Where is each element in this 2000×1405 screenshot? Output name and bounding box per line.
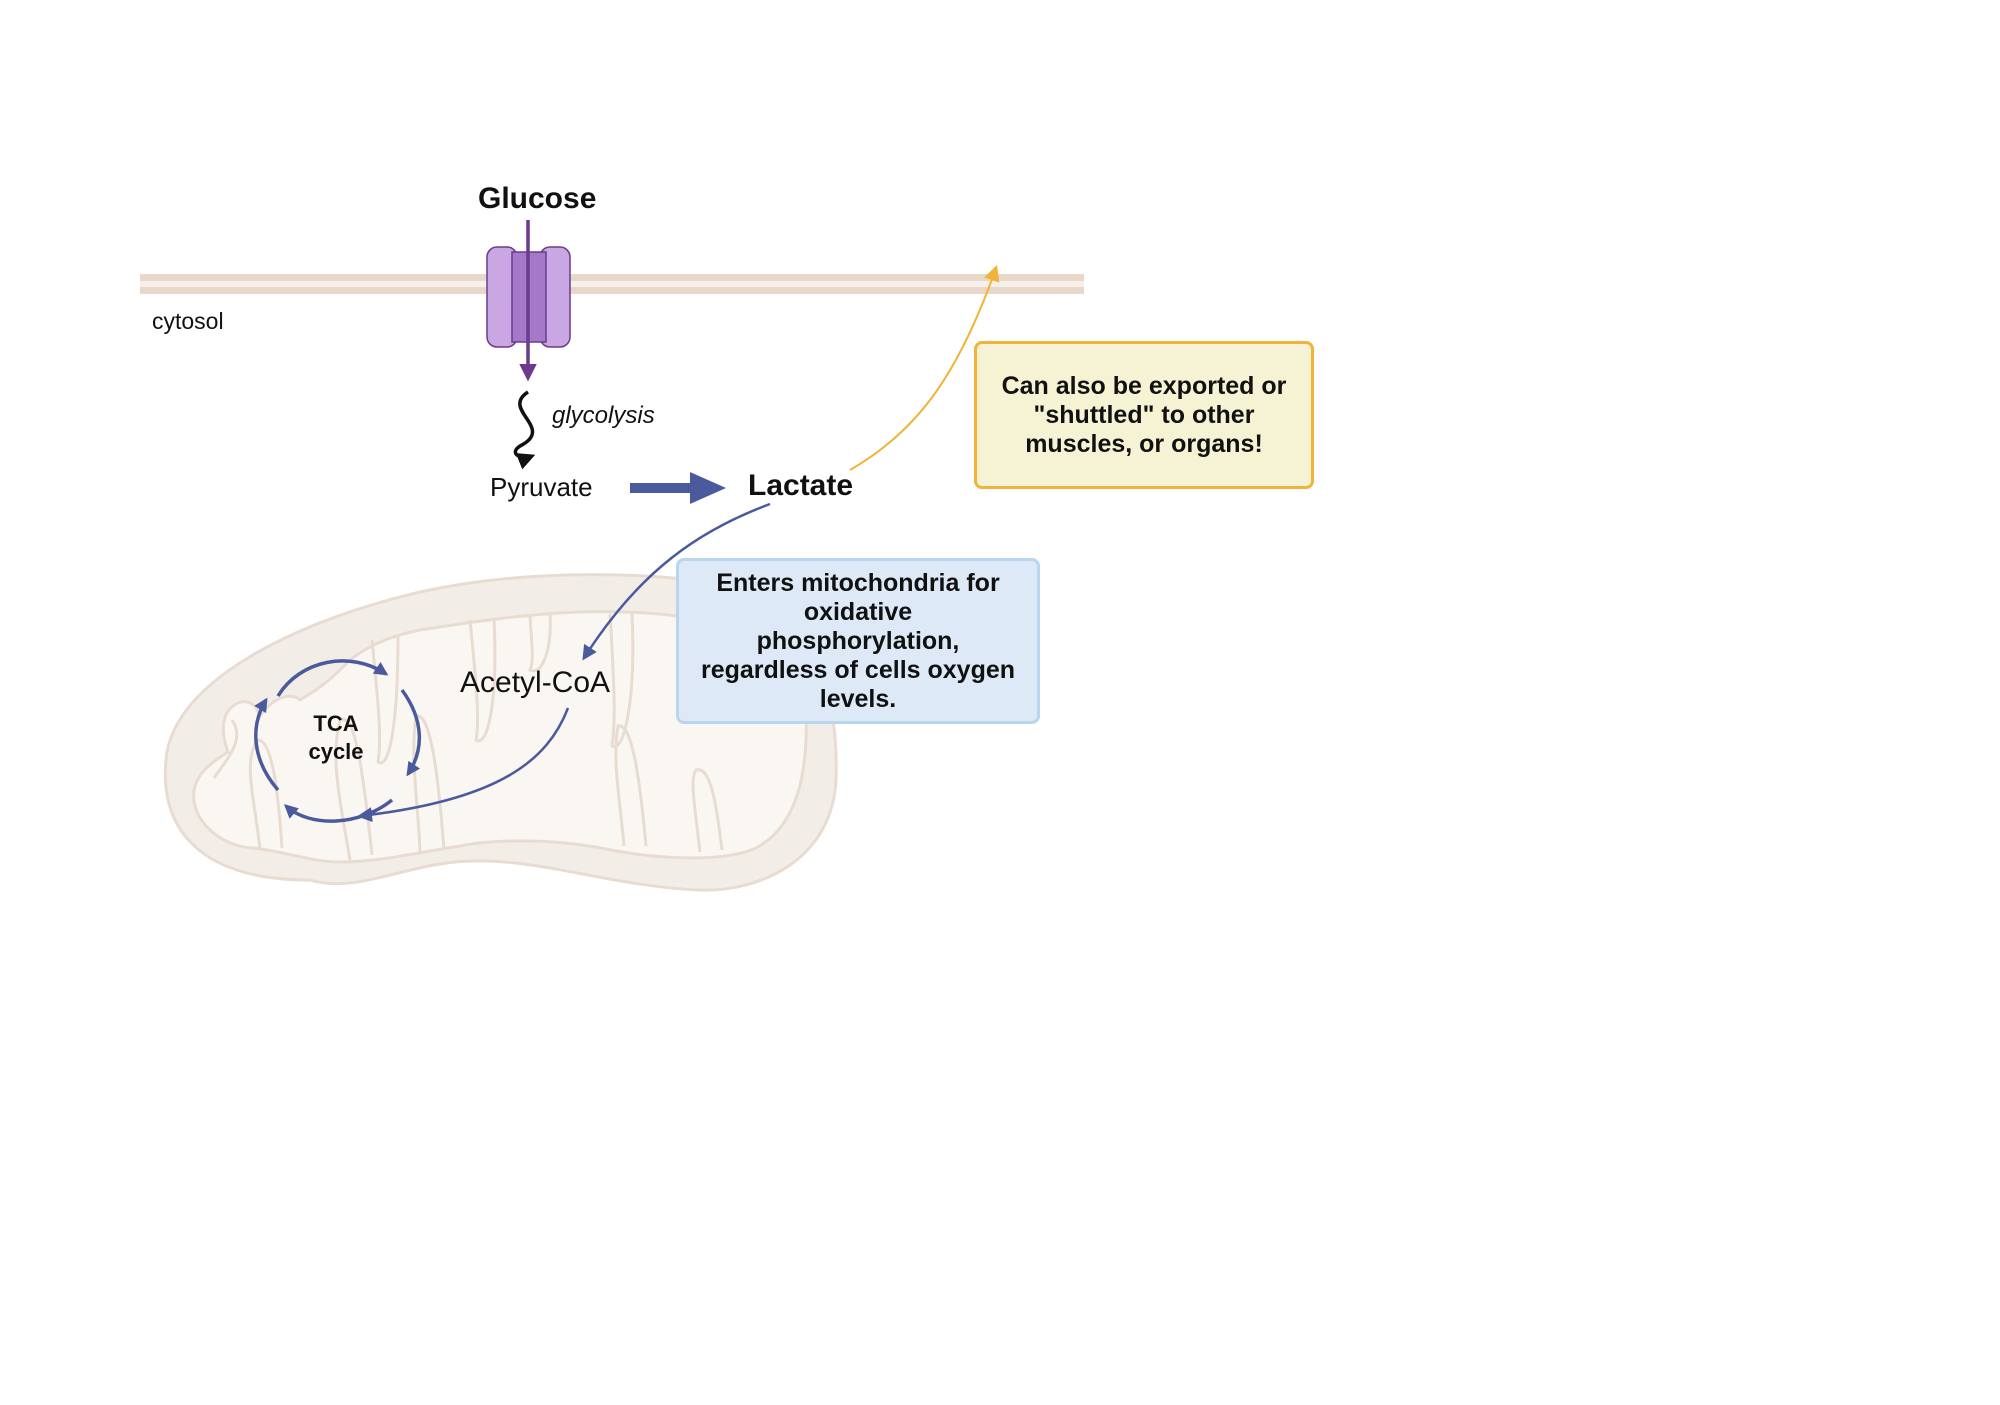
mitochondria-note-text: Enters mitochondria for oxidative phosph… <box>700 568 1016 713</box>
glucose-label: Glucose <box>478 182 597 215</box>
mitochondrion-icon <box>163 573 838 892</box>
lactate-export-arrow <box>849 264 1000 471</box>
tca-label-line1: TCA <box>313 711 359 736</box>
mitochondria-note-box: Enters mitochondria for oxidative phosph… <box>676 558 1040 724</box>
acetyl-coa-label: Acetyl-CoA <box>460 666 611 699</box>
export-note-text: Can also be exported or "shuttled" to ot… <box>1001 371 1287 458</box>
cell-membrane <box>140 274 1084 294</box>
lactate-to-acetylcoa-arrow <box>582 502 771 661</box>
lactate-label: Lactate <box>748 469 854 502</box>
pyruvate-to-lactate-arrow <box>630 472 726 504</box>
tca-cycle-label: TCA cycle <box>300 710 372 766</box>
tca-cycle-arrows-icon <box>254 659 421 823</box>
glycolysis-arrow <box>513 390 536 470</box>
acetylcoa-to-tca-arrow <box>357 707 570 823</box>
cytosol-label: cytosol <box>152 308 224 334</box>
export-note-box: Can also be exported or "shuttled" to ot… <box>974 341 1314 489</box>
glycolysis-label: glycolysis <box>552 402 655 429</box>
pyruvate-label: Pyruvate <box>490 472 593 502</box>
tca-label-line2: cycle <box>308 739 364 764</box>
